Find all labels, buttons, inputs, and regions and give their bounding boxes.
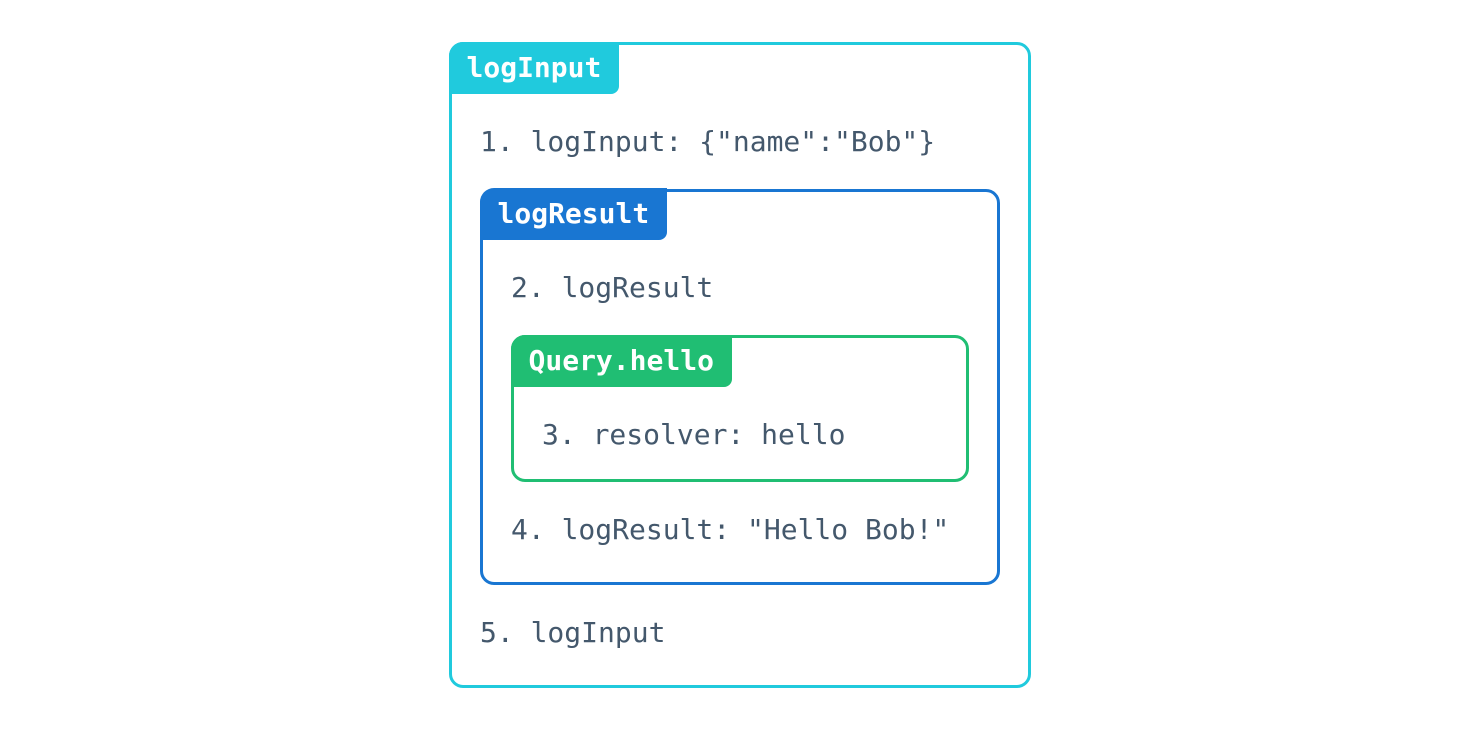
log-line-1: 1. logInput: {"name":"Bob"} xyxy=(480,124,936,158)
logresult-plugin-box: logResult 2. logResult Query.hello 3. re… xyxy=(479,188,1000,585)
resolver-body: 3. resolver: hello xyxy=(514,418,966,479)
loginput-plugin-body: 1. logInput: {"name":"Bob"} logResult 2.… xyxy=(452,125,1028,685)
log-line-3: 3. resolver: hello xyxy=(542,417,846,451)
logresult-plugin-label: logResult xyxy=(479,188,668,240)
resolver-label: Query.hello xyxy=(510,334,732,387)
logresult-plugin-body: 2. logResult Query.hello 3. resolver: he… xyxy=(483,271,997,582)
loginput-plugin-box: logInput 1. logInput: {"name":"Bob"} log… xyxy=(448,41,1031,688)
log-line-4: 4. logResult: "Hello Bob!" xyxy=(511,512,950,546)
resolver-box: Query.hello 3. resolver: hello xyxy=(510,334,969,482)
log-line-5: 5. logInput xyxy=(480,615,666,649)
loginput-plugin-label: logInput xyxy=(448,41,620,94)
log-line-2: 2. logResult xyxy=(511,271,714,304)
